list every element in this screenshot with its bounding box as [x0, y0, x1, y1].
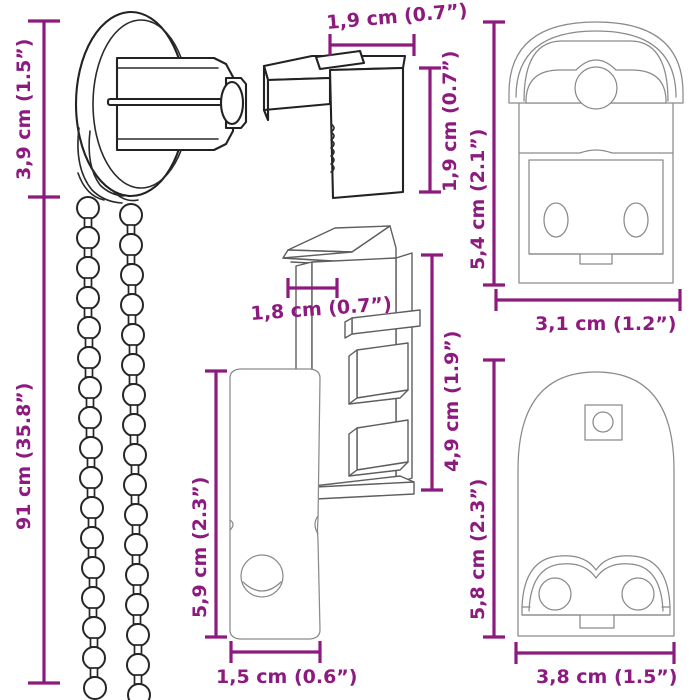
bottom-bracket-hole-left	[538, 577, 572, 611]
top-bracket-divider	[518, 149, 674, 154]
top-clip-width-label: 1,9 cm (0.7”)	[326, 0, 469, 34]
bottom-bracket-height-dimension: 5,8 cm (2.3”)	[467, 358, 505, 639]
cover-plate-waist-left	[229, 519, 234, 531]
top-bracket-center-hole	[574, 66, 618, 110]
top-bracket-bottom-notch	[528, 253, 664, 265]
chain-strand-right	[119, 203, 151, 700]
pulley-chain-channel-outer	[77, 127, 123, 204]
cover-plate-height-dimension: 5,9 cm (2.3”)	[189, 369, 227, 639]
top-clip-tab	[314, 49, 366, 71]
cover-plate-button-shadow	[242, 581, 282, 592]
middle-clip-block-upper-bottom	[348, 389, 409, 405]
bottom-bracket-width-dimension: 3,8 cm (1.5”)	[514, 642, 677, 688]
top-bracket-dome-inner-1	[515, 30, 677, 98]
chain-beads-left	[76, 196, 107, 700]
part-cover-plate	[229, 368, 321, 640]
cover-plate-waist-right	[314, 515, 319, 535]
top-bracket-dome-inner-2	[523, 40, 669, 102]
chain-strand-left	[76, 196, 107, 700]
left-dimension-stack	[28, 19, 60, 685]
mechanism-height-label: 3,9 cm (1.5”)	[13, 39, 35, 180]
middle-clip-block-upper-face	[356, 342, 409, 399]
clutch-spindle-bore	[219, 80, 245, 126]
top-bracket-width-label: 3,1 cm (1.2”)	[535, 313, 676, 335]
top-clip-front-face	[328, 66, 405, 200]
top-clip-width-dimension: 1,9 cm (0.7”)	[326, 0, 469, 56]
bottom-bracket-width-label: 3,8 cm (1.5”)	[536, 666, 677, 688]
bottom-bracket-notch	[521, 614, 671, 629]
part-middle-clip	[282, 225, 421, 501]
cover-plate-width-label: 1,5 cm (0.6”)	[216, 666, 357, 688]
top-clip-left-wing	[262, 76, 332, 122]
chain-curve-left	[77, 172, 105, 201]
cover-plate-body	[229, 368, 321, 640]
top-bracket-slot-left	[543, 202, 569, 238]
top-clip-serrations	[330, 123, 335, 173]
bottom-bracket-height-label: 5,8 cm (2.3”)	[467, 479, 489, 620]
clutch-seam	[106, 97, 232, 107]
bottom-bracket-screw-hole	[592, 411, 614, 433]
bottom-bracket-saddle-inner	[528, 563, 664, 612]
top-bracket-width-dimension: 3,1 cm (1.2”)	[494, 289, 682, 335]
chain-length-label: 91 cm (35.8”)	[13, 383, 35, 530]
cover-plate-width-dimension: 1,5 cm (0.6”)	[216, 641, 357, 688]
middle-clip-block-lower-bottom	[348, 461, 409, 477]
part-top-bracket	[508, 21, 684, 284]
top-bracket-slot-right	[623, 202, 649, 238]
part-chain-mechanism	[74, 10, 248, 204]
top-bracket-height-dimension: 5,4 cm (2.1”)	[467, 20, 505, 287]
top-bracket-height-label: 5,4 cm (2.1”)	[467, 129, 489, 270]
cover-plate-height-label: 5,9 cm (2.3”)	[189, 477, 211, 618]
middle-clip-block-lower-side	[348, 427, 358, 477]
top-clip-height-dimension: 1,9 cm (0.7”)	[419, 51, 461, 194]
chain-curve-right	[111, 189, 139, 202]
part-top-clip	[262, 49, 407, 200]
cover-plate-button	[240, 554, 284, 598]
middle-clip-height-label: 4,9 cm (1.9”)	[441, 331, 463, 472]
middle-clip-height-dimension: 4,9 cm (1.9”)	[421, 253, 463, 492]
bottom-bracket-hole-right	[621, 577, 655, 611]
bead-chain	[76, 172, 151, 700]
middle-clip-cross-tab-end	[344, 317, 353, 339]
chain-beads-right	[119, 203, 151, 700]
part-bottom-bracket	[517, 371, 675, 637]
middle-clip-block-upper-side	[348, 349, 358, 405]
top-clip-height-label: 1,9 cm (0.7”)	[439, 51, 461, 192]
